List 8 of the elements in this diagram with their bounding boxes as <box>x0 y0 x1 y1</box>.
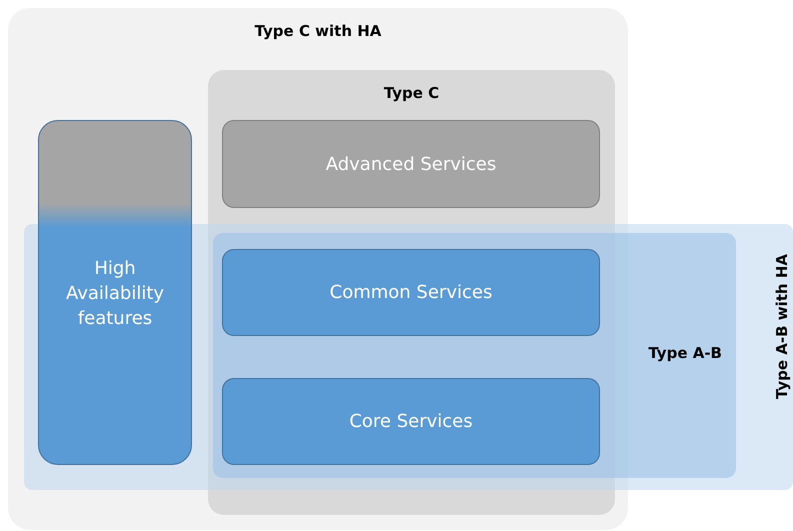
service-box: Advanced Services <box>222 120 600 208</box>
region-title: Type C with HA <box>254 22 382 40</box>
region-title: Type C <box>382 84 440 102</box>
service-box: Common Services <box>222 249 600 336</box>
service-box: Core Services <box>222 378 600 465</box>
feature-column: High Availability features <box>38 120 192 465</box>
region-title: Type A-B <box>648 344 722 362</box>
region-title: Type A-B with HA <box>773 254 791 400</box>
